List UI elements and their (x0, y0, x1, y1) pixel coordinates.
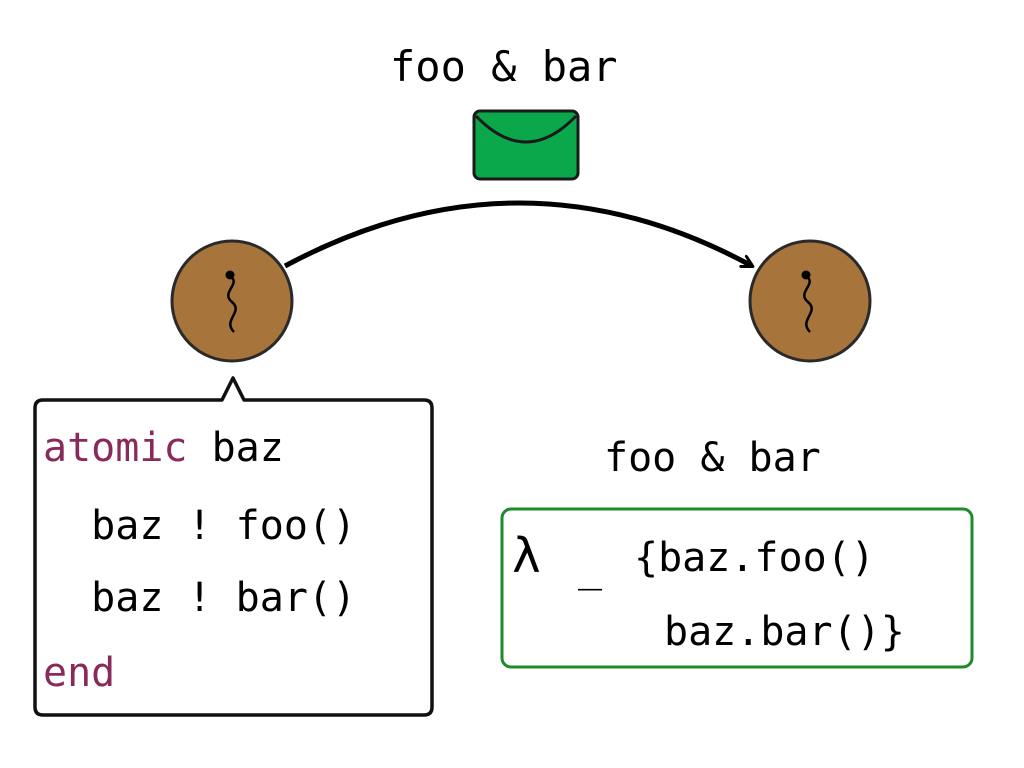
actor-thread-icon (225, 270, 237, 333)
lambda-line-bar: baz.bar()} (664, 609, 905, 655)
keyword-end: end (43, 650, 116, 696)
atomic-target: baz (187, 425, 284, 471)
message-arrow (283, 200, 752, 269)
envelope-icon (472, 109, 580, 181)
code-line-send-bar: baz ! bar() (43, 575, 357, 621)
keyword-atomic: atomic (43, 425, 188, 471)
code-speech-bubble (33, 376, 434, 717)
lambda-underscore: _ (578, 545, 603, 591)
lambda-line-foo: {baz.foo() (634, 535, 875, 581)
message-label-bottom: foo & bar (604, 435, 821, 481)
lambda-symbol: λ (512, 528, 541, 584)
lambda-box (500, 507, 974, 669)
code-line-send-foo: baz ! foo() (43, 503, 357, 549)
code-line-atomic: atomic baz (43, 428, 284, 468)
sender-actor (170, 239, 294, 363)
actor-thread-icon (801, 270, 813, 333)
receiver-actor (748, 239, 872, 363)
message-label-top: foo & bar (390, 42, 618, 91)
